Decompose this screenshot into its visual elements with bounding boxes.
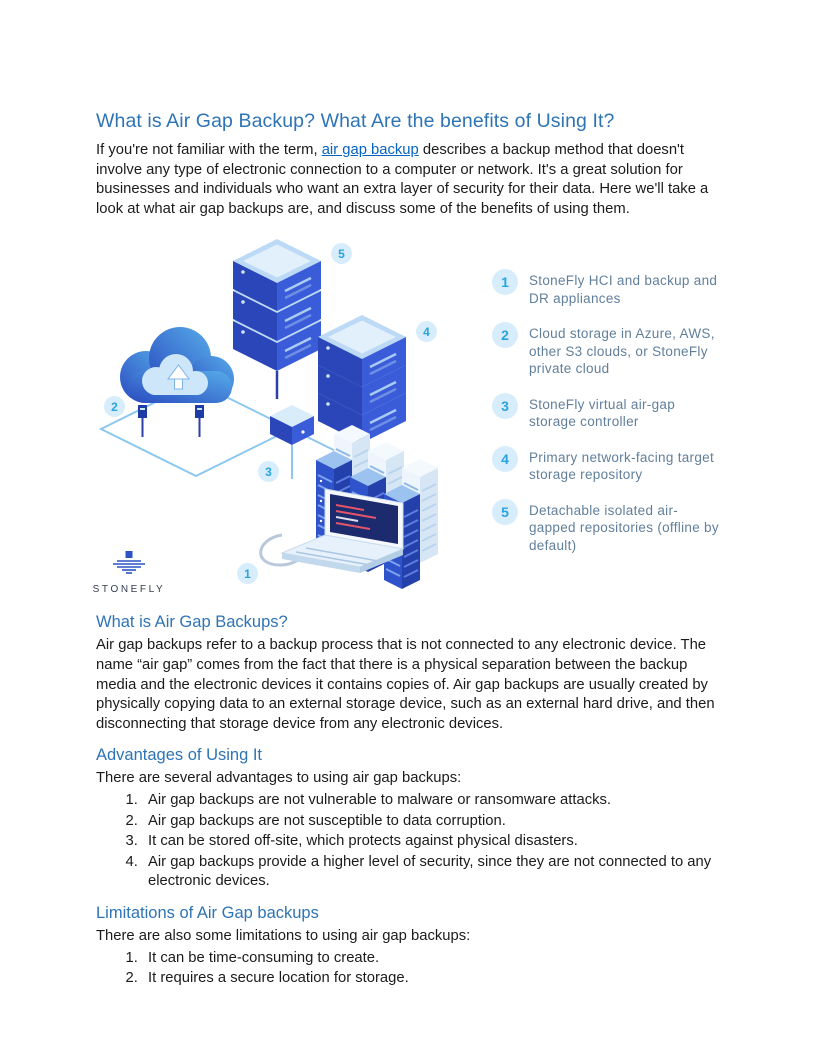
advantages-list: Air gap backups are not vulnerable to ma…: [96, 791, 724, 892]
section-heading-limitations: Limitations of Air Gap backups: [96, 903, 319, 922]
advantages-lead: There are several advantages to using ai…: [96, 770, 462, 787]
legend-item-5: 5 Detachable isolated air-gapped reposit…: [492, 498, 724, 555]
legend-label-4: Primary network-facing target storage re…: [529, 449, 715, 483]
legend-label-1: StoneFly HCI and backup and DR appliance…: [529, 273, 718, 306]
diagram-marker-3: 3: [258, 461, 279, 483]
legend-item-3: 3 StoneFly virtual air-gap storage contr…: [492, 392, 724, 431]
document-content: What is Air Gap Backup? What Are the ben…: [93, 110, 724, 993]
diagram-marker-1: 1: [237, 563, 258, 585]
legend-badge-4: 4: [492, 445, 518, 472]
stonefly-logo-text: STONEFLY: [92, 584, 166, 596]
stonefly-logo-icon: [113, 551, 145, 575]
legend-badge-1: 1: [492, 269, 518, 296]
advantages-item-1: Air gap backups are not vulnerable to ma…: [142, 791, 724, 811]
section-heading-advantages: Advantages of Using It: [96, 746, 263, 765]
legend-item-1: 1 StoneFly HCI and backup and DR applian…: [492, 269, 724, 307]
legend-badge-2: 2: [492, 322, 518, 349]
section-heading-what-is: What is Air Gap Backups?: [96, 613, 288, 632]
limitations-item-1: It can be time-consuming to create.: [142, 949, 724, 969]
air-gap-backup-link[interactable]: air gap backup: [321, 142, 419, 158]
diagram-marker-5: 5: [331, 243, 352, 265]
legend-item-2: 2 Cloud storage in Azure, AWS, other S3 …: [492, 322, 724, 378]
intro-text-after: describes a backup method that doesn't i…: [96, 142, 709, 217]
advantages-item-3: It can be stored off-site, which protect…: [142, 832, 724, 852]
limitations-item-2: It requires a secure location for storag…: [142, 969, 724, 989]
legend-label-2: Cloud storage in Azure, AWS, other S3 cl…: [529, 326, 715, 377]
intro-text-before: If you're not familiar with the term,: [96, 142, 322, 158]
airgap-illustration: [98, 239, 439, 591]
diagram-legend: 1 StoneFly HCI and backup and DR applian…: [492, 269, 724, 554]
intro-paragraph: If you're not familiar with the term, ai…: [96, 141, 724, 219]
legend-badge-3: 3: [492, 392, 518, 419]
advantages-item-2: Air gap backups are not susceptible to d…: [142, 812, 724, 832]
legend-item-4: 4 Primary network-facing target storage …: [492, 445, 724, 484]
diagram-marker-4: 4: [416, 321, 437, 343]
server-stack-middle-icon: [316, 314, 408, 445]
laptop-icon: [280, 488, 405, 574]
cloud-icon: [120, 327, 234, 438]
section-body-what-is: Air gap backups refer to a backup proces…: [96, 637, 715, 732]
diagram-marker-2: 2: [104, 396, 125, 418]
stonefly-logo: STONEFLY: [90, 551, 168, 595]
server-stack-top-icon: [231, 239, 323, 373]
airgap-diagram-figure: 1 2 3 4 5 1 StoneFly HCI and backup and …: [93, 239, 724, 601]
page-title: What is Air Gap Backup? What Are the ben…: [96, 110, 615, 132]
controller-cube-icon: [270, 405, 314, 446]
legend-badge-5: 5: [492, 498, 518, 525]
limitations-lead: There are also some limitations to using…: [96, 927, 471, 944]
advantages-item-4: Air gap backups provide a higher level o…: [142, 853, 724, 892]
legend-label-3: StoneFly virtual air-gap storage control…: [529, 396, 676, 430]
limitations-list: It can be time-consuming to create. It r…: [96, 949, 724, 989]
legend-label-5: Detachable isolated air-gapped repositor…: [529, 502, 719, 553]
